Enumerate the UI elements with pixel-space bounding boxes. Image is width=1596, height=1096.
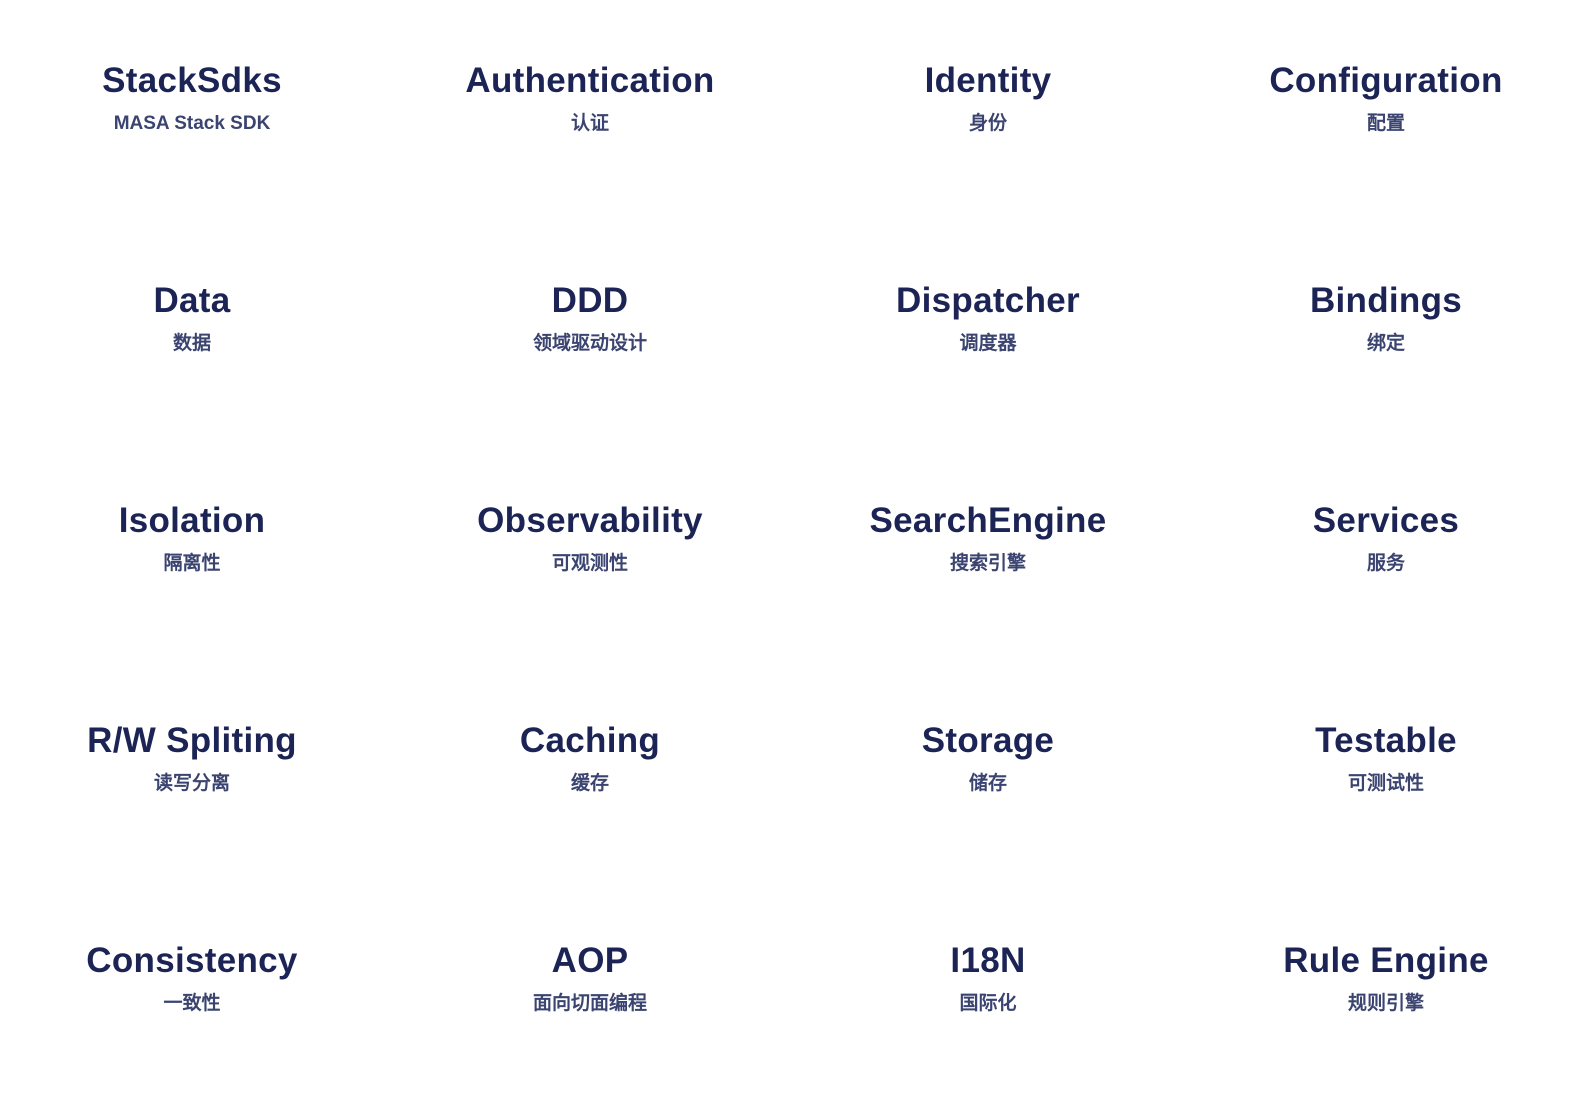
module-card-caching[interactable]: Caching 缓存 [391, 721, 789, 796]
module-title: Storage [921, 721, 1055, 760]
module-card-ddd[interactable]: DDD 领域驱动设计 [391, 281, 789, 356]
module-subtitle: 规则引擎 [1347, 993, 1424, 1014]
module-title: Bindings [1309, 281, 1463, 320]
module-subtitle: 搜索引擎 [949, 553, 1026, 574]
module-title: R/W Spliting [87, 721, 297, 760]
module-subtitle: 数据 [172, 333, 211, 354]
module-card-bindings[interactable]: Bindings 绑定 [1187, 281, 1585, 356]
module-title: Authentication [465, 61, 715, 100]
module-subtitle: 缓存 [570, 773, 609, 794]
module-subtitle: 调度器 [959, 333, 1017, 354]
module-subtitle: 国际化 [959, 993, 1017, 1014]
module-title: StackSdks [102, 61, 282, 100]
module-card-isolation[interactable]: Isolation 隔离性 [0, 501, 391, 576]
module-card-stacksdks[interactable]: StackSdks MASA Stack SDK [0, 61, 391, 136]
module-card-i18n[interactable]: I18N 国际化 [789, 941, 1187, 1016]
module-card-configuration[interactable]: Configuration 配置 [1187, 61, 1585, 136]
module-title: Services [1312, 501, 1460, 540]
module-card-testable[interactable]: Testable 可测试性 [1187, 721, 1585, 796]
module-title: DDD [551, 281, 629, 320]
module-card-storage[interactable]: Storage 储存 [789, 721, 1187, 796]
module-card-dispatcher[interactable]: Dispatcher 调度器 [789, 281, 1187, 356]
module-title: Identity [924, 61, 1052, 100]
module-title: Configuration [1269, 61, 1503, 100]
module-subtitle: 读写分离 [153, 773, 230, 794]
module-subtitle: 领域驱动设计 [532, 333, 647, 354]
module-title: Consistency [86, 941, 298, 980]
module-title: I18N [950, 941, 1026, 980]
module-title: Observability [477, 501, 703, 540]
module-subtitle: 可观测性 [551, 553, 628, 574]
module-subtitle: 认证 [570, 113, 609, 134]
module-subtitle: 身份 [968, 113, 1007, 134]
module-title: AOP [551, 941, 629, 980]
module-title: Caching [519, 721, 661, 760]
module-title: Rule Engine [1283, 941, 1489, 980]
module-card-consistency[interactable]: Consistency 一致性 [0, 941, 391, 1016]
module-subtitle: 隔离性 [163, 553, 221, 574]
module-subtitle: 一致性 [163, 993, 221, 1014]
module-subtitle: 服务 [1366, 553, 1405, 574]
module-card-identity[interactable]: Identity 身份 [789, 61, 1187, 136]
module-subtitle: 可测试性 [1347, 773, 1424, 794]
module-title: SearchEngine [869, 501, 1107, 540]
module-subtitle: 储存 [968, 773, 1007, 794]
module-subtitle: MASA Stack SDK [113, 113, 271, 134]
module-card-data[interactable]: Data 数据 [0, 281, 391, 356]
module-card-rw-spliting[interactable]: R/W Spliting 读写分离 [0, 721, 391, 796]
module-title: Testable [1315, 721, 1457, 760]
module-card-aop[interactable]: AOP 面向切面编程 [391, 941, 789, 1016]
module-title: Data [153, 281, 231, 320]
module-card-authentication[interactable]: Authentication 认证 [391, 61, 789, 136]
module-title: Isolation [118, 501, 266, 540]
module-subtitle: 配置 [1366, 113, 1405, 134]
module-card-rule-engine[interactable]: Rule Engine 规则引擎 [1187, 941, 1585, 1016]
module-subtitle: 面向切面编程 [532, 993, 647, 1014]
module-title: Dispatcher [896, 281, 1080, 320]
module-card-searchengine[interactable]: SearchEngine 搜索引擎 [789, 501, 1187, 576]
module-card-observability[interactable]: Observability 可观测性 [391, 501, 789, 576]
module-subtitle: 绑定 [1366, 333, 1405, 354]
module-card-services[interactable]: Services 服务 [1187, 501, 1585, 576]
